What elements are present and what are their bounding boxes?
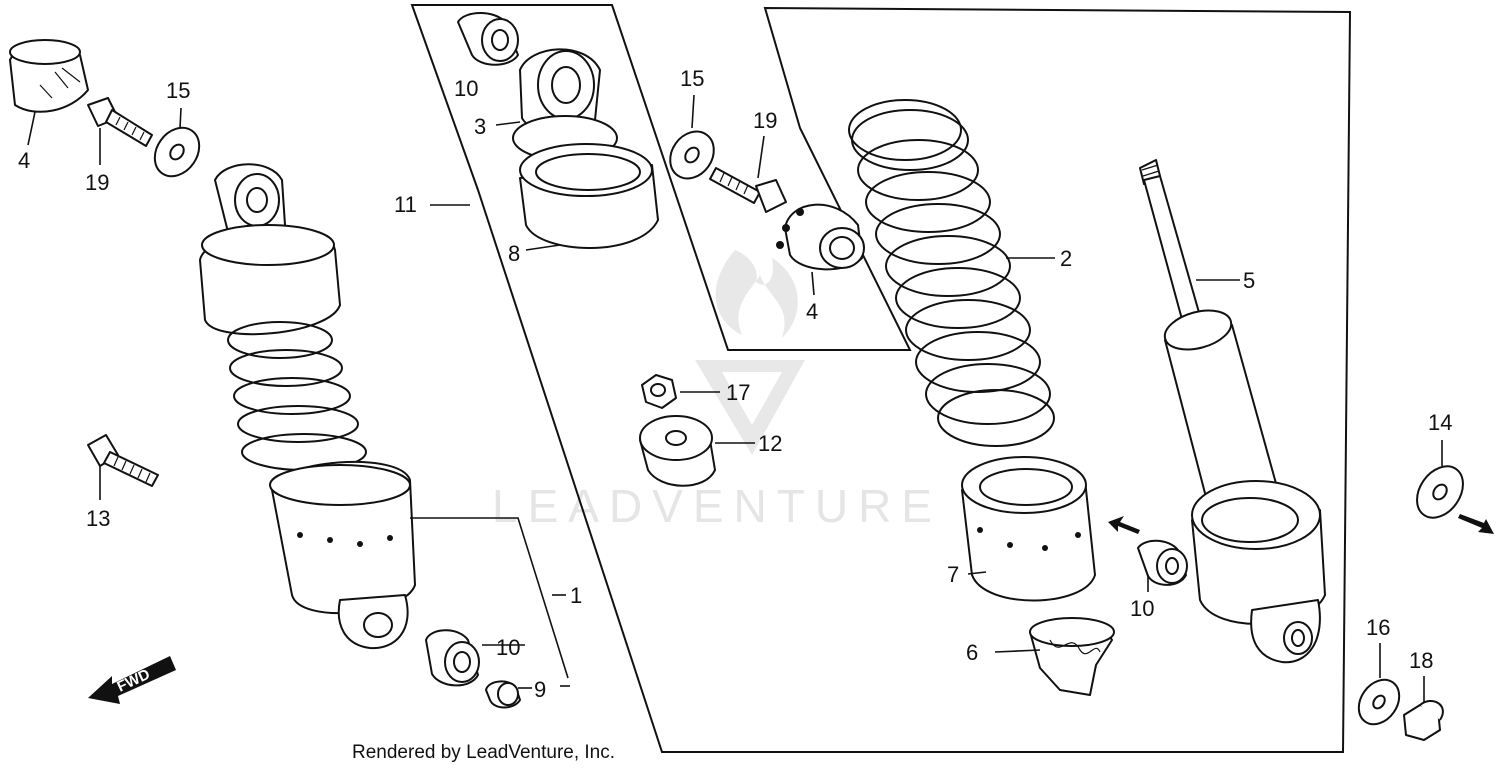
part-collar xyxy=(485,680,521,709)
credit-footer: Rendered by LeadVenture, Inc. xyxy=(352,742,616,763)
part-bushing-top xyxy=(457,12,519,66)
part-washer-left xyxy=(153,126,201,178)
callout-17: 17 xyxy=(726,380,750,405)
part-washer-14 xyxy=(1416,465,1464,519)
callout-1: 1 xyxy=(570,583,582,608)
fwd-label: FWD xyxy=(115,666,153,696)
callout-2: 2 xyxy=(1060,246,1072,271)
callout-19-middle: 19 xyxy=(753,108,777,133)
callout-3: 3 xyxy=(474,114,486,139)
part-cap-middle xyxy=(776,203,865,271)
watermark-v-icon xyxy=(695,360,805,455)
callout-14: 14 xyxy=(1428,410,1452,435)
callout-9: 9 xyxy=(534,677,546,702)
callout-10-lower: 10 xyxy=(496,635,520,660)
callout-4-left: 4 xyxy=(18,148,30,173)
callout-18: 18 xyxy=(1409,648,1433,673)
callout-5: 5 xyxy=(1243,268,1255,293)
direction-arrow-left xyxy=(1108,516,1140,534)
watermark-text: LEADVENTURE xyxy=(492,480,942,532)
callout-8: 8 xyxy=(508,241,520,266)
leader-lines xyxy=(27,94,1443,702)
direction-arrow-right xyxy=(1458,514,1494,534)
part-lower-seat xyxy=(961,456,1096,602)
watermark: LEADVENTURE xyxy=(492,250,942,532)
part-nut xyxy=(641,374,677,409)
part-spring-seat xyxy=(519,143,659,249)
callout-10-top: 10 xyxy=(454,76,478,101)
part-bolt-middle xyxy=(709,167,787,213)
part-rubber-bushing xyxy=(639,415,716,487)
callout-7: 7 xyxy=(947,562,959,587)
callout-4-middle: 4 xyxy=(806,299,818,324)
part-washer-16 xyxy=(1357,678,1401,726)
part-coil-spring xyxy=(848,99,1055,447)
callout-15-left: 15 xyxy=(166,78,190,103)
part-cap-left xyxy=(9,39,89,113)
callout-16: 16 xyxy=(1366,615,1390,640)
fwd-arrow: FWD xyxy=(88,656,176,704)
part-washer-middle xyxy=(669,130,715,180)
callout-15-middle: 15 xyxy=(680,66,704,91)
part-upper-mount xyxy=(512,48,618,161)
callout-labels: 4 19 15 13 1 10 9 10 3 11 8 15 19 4 17 1… xyxy=(18,66,1452,702)
part-bushing-lower xyxy=(425,629,480,687)
callout-13: 13 xyxy=(86,506,110,531)
callout-10-right: 10 xyxy=(1130,596,1154,621)
part-bolt-left xyxy=(87,97,153,147)
part-bushing-right xyxy=(1137,539,1188,586)
part-shock-assembly xyxy=(199,163,416,650)
part-stopper xyxy=(1029,617,1115,696)
callout-11: 11 xyxy=(394,192,417,217)
callout-19-left: 19 xyxy=(85,170,109,195)
part-bolt-13 xyxy=(87,434,159,487)
callout-6: 6 xyxy=(966,640,978,665)
watermark-flame-icon xyxy=(715,250,798,338)
part-damper xyxy=(1139,159,1326,664)
exploded-view-frame xyxy=(410,4,1352,753)
part-cap-nut xyxy=(1403,700,1444,741)
callout-12: 12 xyxy=(758,431,782,456)
